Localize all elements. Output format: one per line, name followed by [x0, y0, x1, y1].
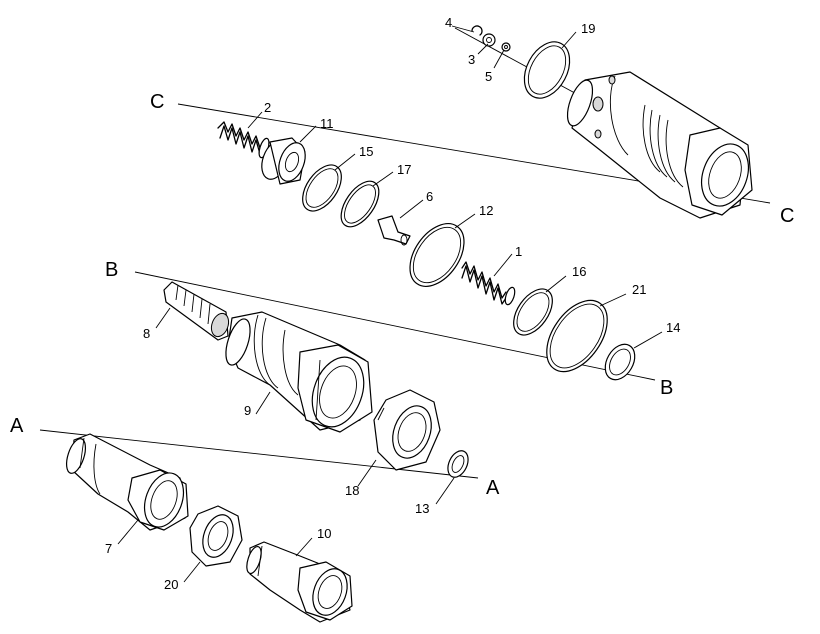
callout-20: 20 [164, 577, 178, 592]
leader-2 [247, 111, 263, 129]
callout-21: 21 [632, 282, 646, 297]
part-12-oring [409, 223, 465, 287]
callout-15: 15 [359, 144, 373, 159]
part-1-spring [461, 261, 516, 306]
leader-3 [477, 43, 489, 55]
part-3-washer [482, 33, 496, 47]
leader-15 [334, 153, 356, 171]
part-11-piston [261, 137, 306, 185]
leader-16 [545, 275, 567, 293]
part-7-fitting-a [65, 433, 189, 531]
callout-19: 19 [581, 21, 595, 36]
callout-7: 7 [105, 541, 112, 556]
part-5-seal [501, 42, 511, 52]
leader-21 [599, 293, 627, 307]
callout-8: 8 [143, 326, 150, 341]
part-4-clip [471, 25, 483, 36]
part-20-nut [189, 505, 243, 567]
leader-1 [493, 253, 513, 277]
leader-18 [357, 459, 377, 487]
leader-10 [295, 537, 313, 557]
leader-19 [561, 31, 577, 49]
part-17-oring [340, 180, 380, 228]
axis-label-b-end: B [660, 377, 673, 399]
leader-13 [435, 477, 455, 505]
callout-11: 11 [320, 116, 334, 131]
callout-18: 18 [345, 483, 359, 498]
leader-6 [399, 199, 424, 219]
leader-20 [183, 561, 201, 583]
part-8-spool [163, 281, 230, 341]
axis-line-a [39, 429, 479, 479]
callout-1: 1 [515, 244, 522, 259]
axis-label-a-end: A [486, 477, 500, 499]
axis-label-c-start: C [150, 91, 164, 113]
callout-2: 2 [264, 100, 271, 115]
leader-12 [454, 213, 476, 229]
part-main-body-c [566, 71, 753, 219]
leader-9 [255, 391, 271, 415]
leader-11 [299, 125, 317, 143]
callout-6: 6 [426, 189, 433, 204]
part-2-spring [217, 121, 270, 159]
axis-label-c-end: C [780, 205, 794, 227]
leader-5 [493, 49, 505, 69]
leader-4 [451, 25, 475, 33]
axis-label-a-start: A [10, 415, 24, 437]
leader-17 [372, 171, 394, 187]
callout-10: 10 [317, 526, 331, 541]
callout-12: 12 [479, 203, 493, 218]
callout-16: 16 [572, 264, 586, 279]
part-6-poppet [377, 215, 411, 246]
leader-7 [117, 519, 139, 545]
part-10-fitting [246, 541, 353, 623]
part-21-oring [546, 299, 608, 373]
callout-17: 17 [397, 162, 411, 177]
part-19-oring [523, 41, 571, 99]
leader-8 [155, 307, 171, 329]
callout-9: 9 [244, 403, 251, 418]
callout-14: 14 [666, 320, 680, 335]
callout-4: 4 [445, 15, 452, 30]
callout-13: 13 [415, 501, 429, 516]
part-18-nut [373, 389, 441, 471]
part-13-washer [447, 450, 469, 478]
axis-label-b-start: B [105, 259, 118, 281]
part-14-oring [604, 343, 636, 381]
callout-3: 3 [468, 52, 475, 67]
part-15-oring [302, 164, 342, 212]
leader-14 [633, 331, 663, 349]
part-9-body-b [225, 311, 373, 433]
callout-5: 5 [485, 69, 492, 84]
